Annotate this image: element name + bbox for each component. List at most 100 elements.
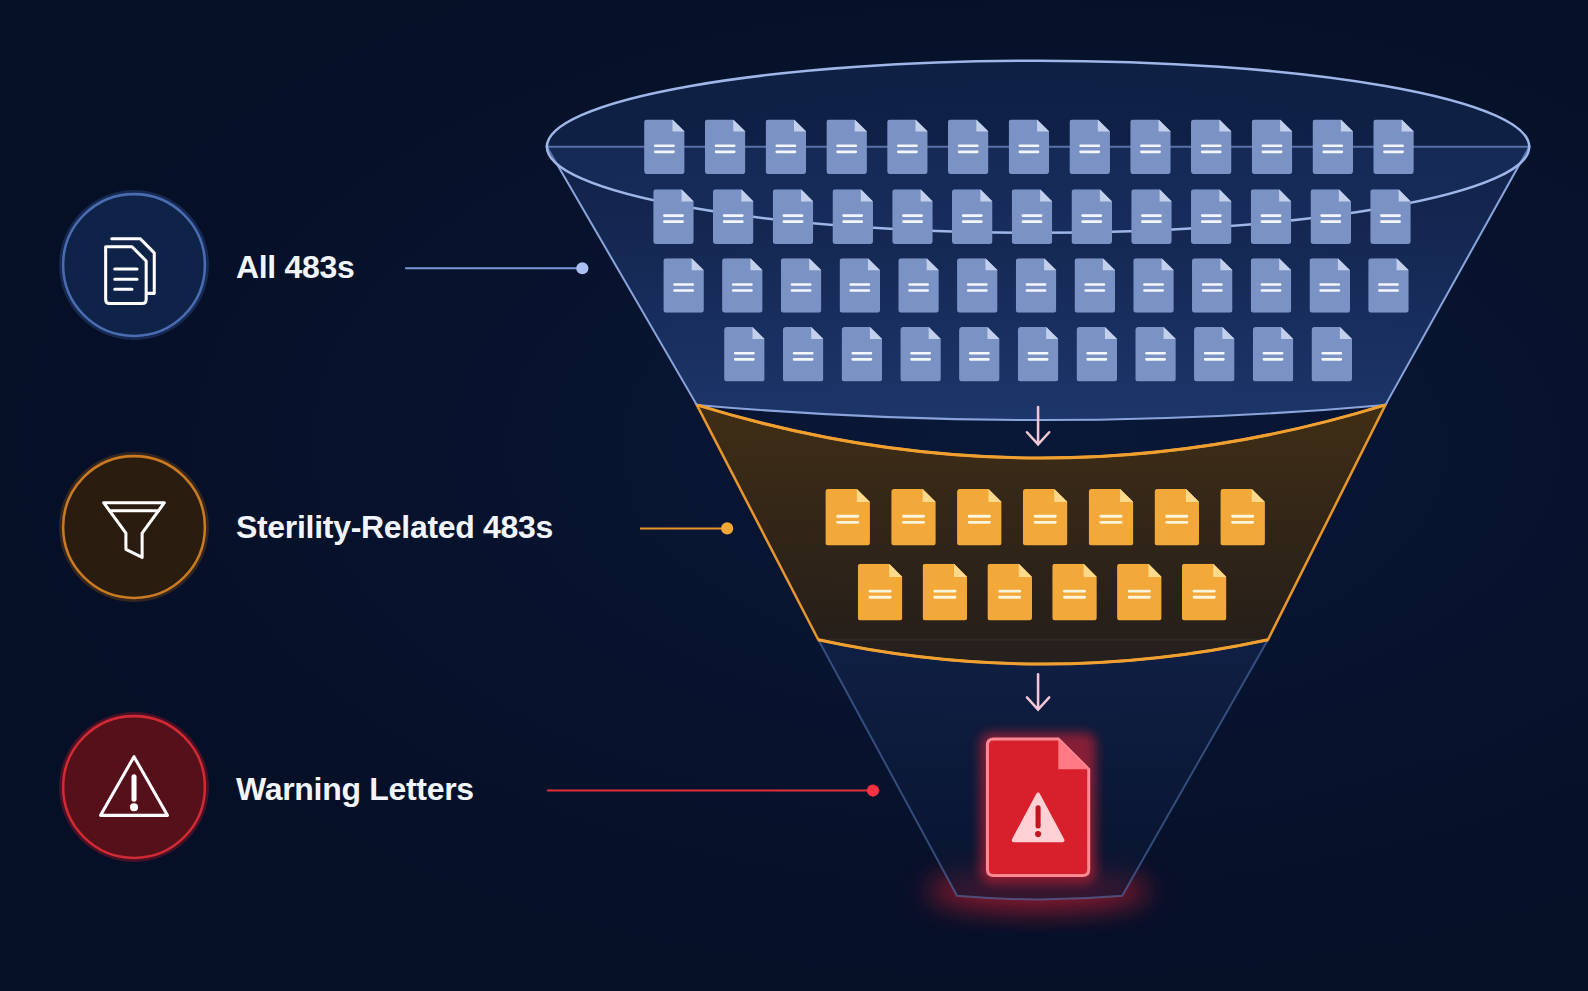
document-icon (892, 189, 933, 244)
document-icon (783, 327, 824, 382)
document-icon (1251, 258, 1292, 313)
sterility-document-icons (825, 489, 1265, 621)
badge-circle (63, 194, 205, 336)
document-icon (891, 489, 936, 546)
badge-circle (63, 456, 205, 598)
document-icon (1370, 189, 1411, 244)
document-icon (1194, 327, 1235, 382)
document-icon (1130, 119, 1171, 174)
document-icon (957, 258, 998, 313)
document-icon (781, 258, 822, 313)
flow-arrows (1027, 407, 1049, 710)
down-arrow (1027, 674, 1049, 709)
badge-glow (59, 452, 209, 602)
funnel-middle-top-rim (697, 405, 1386, 458)
funnel-middle (697, 405, 1386, 664)
stage-node: Sterility-Related 483s (53, 446, 681, 608)
document-icon (1012, 189, 1053, 244)
stage-label: Sterility-Related 483s (236, 509, 553, 546)
stage-node: Warning Letters (53, 706, 681, 868)
document-icon (832, 189, 873, 244)
warning-dot (1035, 831, 1041, 837)
document-icon (1192, 258, 1233, 313)
document-icon (1191, 189, 1232, 244)
badge-icon (100, 757, 167, 816)
document-icon (898, 258, 939, 313)
leader-line (640, 527, 727, 529)
document-icon (773, 189, 814, 244)
document-icon (1155, 489, 1200, 546)
badge-glow (59, 712, 209, 862)
funnel-glyph-rim (109, 509, 158, 512)
document-icon (952, 189, 993, 244)
document-icon (948, 119, 989, 174)
document-icon (1368, 258, 1409, 313)
warning-glyph-mark (131, 777, 136, 799)
document-icon (1016, 258, 1057, 313)
document-icon (987, 564, 1032, 621)
document-icon (1252, 119, 1293, 174)
document-icon (923, 564, 968, 621)
document-icon (713, 189, 754, 244)
icon-badge (53, 446, 215, 608)
badge-icon (105, 239, 154, 304)
document-icon (1052, 564, 1097, 621)
document-icon (1191, 119, 1232, 174)
warning-glyph (100, 757, 167, 816)
document-icon (1077, 327, 1118, 382)
document-icon (1313, 119, 1354, 174)
front-page (105, 247, 146, 304)
warning-triangle (1014, 795, 1063, 841)
stage-label: All 483s (236, 249, 355, 286)
document-icon (1135, 327, 1176, 382)
warning-document (980, 733, 1095, 883)
document-icon (900, 327, 941, 382)
icon-badge (53, 184, 215, 346)
warning-glyph-dot (131, 805, 136, 810)
document-icon (1075, 258, 1116, 313)
document-icon (766, 119, 807, 174)
document-icon (1071, 189, 1112, 244)
document-icon (653, 189, 694, 244)
document-icon (1373, 119, 1414, 174)
badge-circle (63, 716, 205, 858)
funnel-glyph (103, 502, 164, 557)
warning-page (987, 739, 1088, 876)
warning-mark (1036, 808, 1041, 826)
document-icons (644, 119, 1414, 381)
document-icon (1220, 489, 1265, 546)
warning-glow (980, 733, 1095, 883)
document-icon (1131, 189, 1172, 244)
document-icon (1089, 489, 1134, 546)
leader-dot (576, 262, 588, 274)
badge-icon (103, 502, 164, 557)
document-icon (722, 258, 763, 313)
stage-node: All 483s (53, 184, 681, 346)
document-icon (644, 119, 685, 174)
document-icon (1253, 327, 1294, 382)
document-icon (724, 327, 765, 382)
document-icon (887, 119, 928, 174)
icon-badge (53, 706, 215, 868)
document-icon (1018, 327, 1059, 382)
document-icon (825, 489, 870, 546)
badge-glow (59, 190, 209, 340)
document-icon (858, 564, 903, 621)
funnel-middle-rim (818, 640, 1268, 664)
down-arrow (1027, 407, 1049, 444)
document-icon (1009, 119, 1050, 174)
document-icon (1069, 119, 1110, 174)
document-icon (1023, 489, 1068, 546)
document-icon (842, 327, 883, 382)
document-icon (1182, 564, 1227, 621)
leader-dot (867, 784, 879, 796)
document-icon (840, 258, 881, 313)
document-icon (1309, 258, 1350, 313)
document-icon (957, 489, 1002, 546)
stage-label: Warning Letters (236, 771, 474, 808)
document-icon (1117, 564, 1162, 621)
